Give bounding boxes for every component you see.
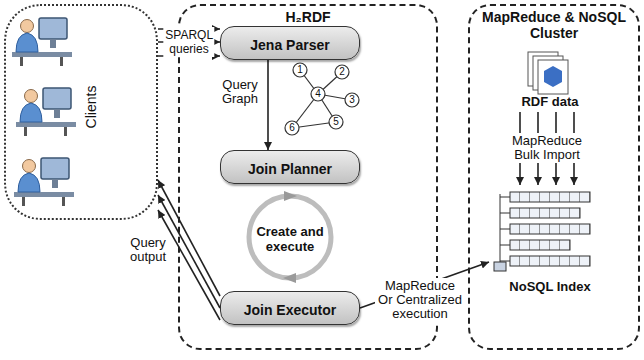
edge-label: Query output (128, 235, 168, 265)
edge-label: MapReduce Or Centralized execution (375, 278, 465, 322)
index-link (500, 197, 510, 198)
callout-number: 5 (333, 117, 339, 127)
graph-vertex (285, 121, 299, 135)
arrow-line (267, 60, 269, 150)
index-row (510, 240, 570, 250)
callout-number: 3 (349, 95, 355, 105)
index-node: NoSQL Index (489, 185, 611, 297)
callout-number: 4 (315, 89, 321, 99)
index-link (500, 229, 510, 230)
clients-region: Clients (4, 4, 158, 220)
cluster-boundary: MapReduce & NoSQL ClusterRDF dataNoSQL I… (468, 4, 640, 350)
index-row (510, 224, 590, 234)
index-link (500, 213, 510, 214)
edge-label: SPARQL queries (163, 27, 214, 57)
callout-number: 1 (297, 65, 303, 75)
index-link (500, 245, 510, 246)
graph-vertex (335, 65, 349, 79)
rdf-logo (544, 66, 562, 87)
process-label: Join Planner (238, 158, 342, 177)
region-label: Clients (83, 86, 99, 129)
graph-vertex (293, 63, 307, 77)
index-row (510, 192, 590, 202)
edge-label: Query Graph (220, 77, 260, 107)
index-row (510, 208, 580, 218)
loop-arrowhead (283, 273, 296, 283)
callout-number: 6 (289, 123, 295, 133)
graph-vertex (311, 87, 325, 101)
index-row (510, 256, 590, 266)
graph-vertex (329, 115, 343, 129)
index-spine (500, 194, 501, 262)
arrow-line (158, 210, 220, 320)
client-icon (14, 158, 74, 206)
data-source-node: RDF data (501, 48, 599, 112)
document-page (538, 60, 568, 94)
process-label: Join Executor (234, 299, 347, 318)
index-root (494, 262, 506, 271)
loop-label: Create and execute (244, 221, 336, 254)
rdf-documents-icon (528, 52, 568, 94)
edge-label: MapReduce Bulk Import (508, 133, 586, 163)
loop-arrowhead (284, 191, 297, 201)
index-link (500, 261, 510, 262)
flow-arrow (268, 60, 269, 150)
loop-circle: Create and execute (244, 191, 336, 283)
icon-caption: RDF data (511, 91, 588, 110)
process-label: Jena Parser (240, 34, 339, 53)
process-box: Jena Parser (220, 26, 360, 60)
graph-vertex (345, 93, 359, 107)
icon-caption: NoSQL Index (499, 276, 600, 295)
nosql-index-icon (494, 192, 590, 271)
client-icon (12, 18, 72, 66)
callout-number: 2 (339, 67, 345, 77)
client-icon (16, 88, 76, 136)
process-box: Join Executor (220, 291, 360, 325)
query-graph (285, 63, 359, 135)
cluster-title: MapReduce & NoSQL Cluster (470, 6, 638, 41)
system-title: H₂RDF (180, 6, 436, 25)
process-box: Join Planner (220, 150, 360, 184)
